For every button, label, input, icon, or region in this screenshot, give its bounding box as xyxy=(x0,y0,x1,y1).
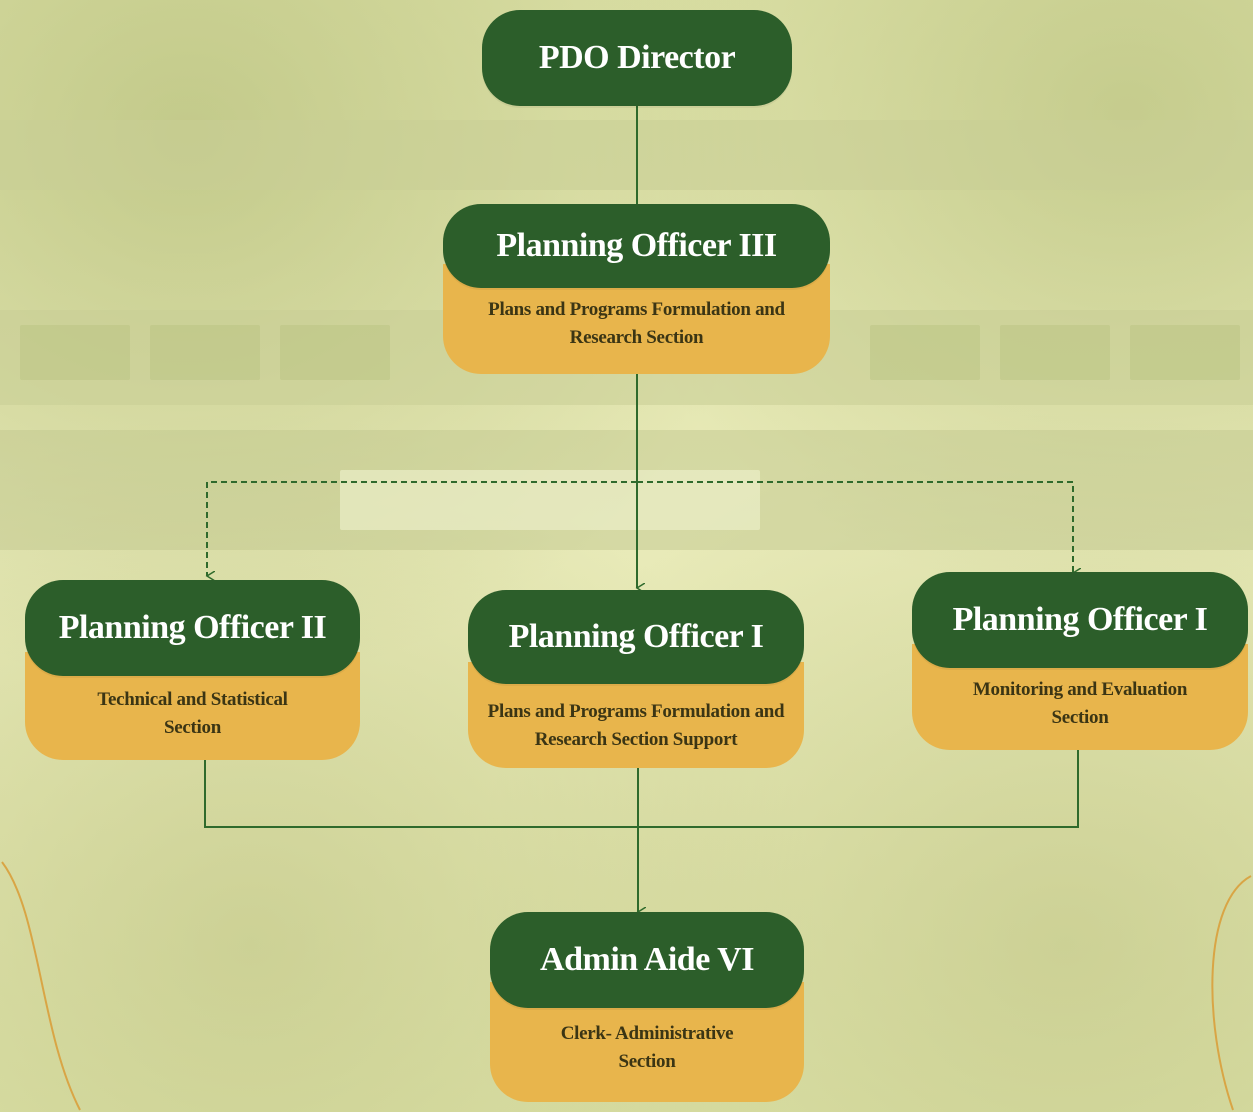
node-title: Admin Aide VI xyxy=(490,912,804,1008)
node-title: Planning Officer III xyxy=(443,204,830,288)
background-window xyxy=(870,325,980,380)
background-window xyxy=(1000,325,1110,380)
dashed-connector-to-officer-ii xyxy=(207,481,637,576)
node-planning-officer-i-center: Plans and Programs Formulation and Resea… xyxy=(468,590,804,768)
decorative-gold-curve-right xyxy=(1211,875,1252,1111)
background-band-roof xyxy=(0,120,1253,190)
node-title: Planning Officer II xyxy=(25,580,360,676)
background-sign xyxy=(340,470,760,530)
decorative-gold-curve-left xyxy=(1,861,81,1111)
node-title: Planning Officer I xyxy=(468,590,804,684)
dashed-connector-to-officer-i-right xyxy=(637,481,1073,573)
node-planning-officer-iii: Plans and Programs Formulation and Resea… xyxy=(443,204,830,374)
background-window xyxy=(280,325,390,380)
connector-bottom-bus xyxy=(204,748,1079,828)
node-planning-officer-ii: Technical and Statistical Section Planni… xyxy=(25,580,360,760)
node-planning-officer-i-right: Monitoring and Evaluation Section Planni… xyxy=(912,572,1248,750)
background-window xyxy=(20,325,130,380)
background-window xyxy=(150,325,260,380)
node-admin-aide-vi: Clerk- Administrative Section Admin Aide… xyxy=(490,912,804,1102)
node-title: Planning Officer I xyxy=(912,572,1248,668)
node-pdo-director: PDO Director xyxy=(482,10,792,106)
background-window xyxy=(1130,325,1240,380)
node-title: PDO Director xyxy=(482,10,792,106)
